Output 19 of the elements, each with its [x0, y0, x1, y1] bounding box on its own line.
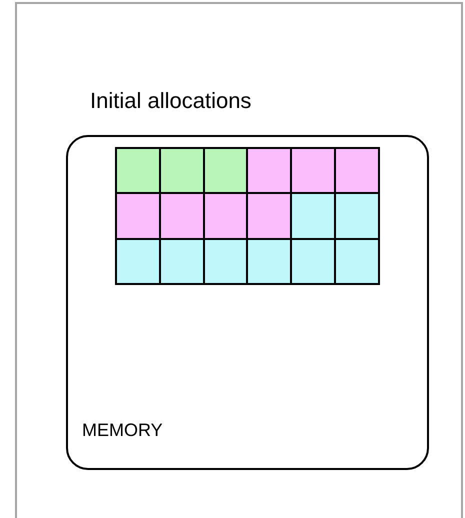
memory-block	[334, 238, 380, 285]
memory-block	[202, 147, 248, 194]
region-label: MEMORY	[82, 420, 163, 441]
memory-block	[290, 147, 336, 194]
memory-block	[246, 238, 292, 285]
heading: Initial allocations	[90, 88, 252, 114]
memory-block	[334, 192, 380, 240]
memory-block	[246, 147, 292, 194]
memory-block	[115, 147, 161, 194]
memory-block	[158, 192, 205, 240]
memory-block	[246, 192, 292, 240]
memory-block	[334, 147, 380, 194]
memory-block	[158, 147, 205, 194]
memory-block	[115, 238, 161, 285]
memory-block	[290, 192, 336, 240]
memory-block	[202, 238, 248, 285]
memory-block	[158, 238, 205, 285]
memory-block	[290, 238, 336, 285]
memory-block	[115, 192, 161, 240]
